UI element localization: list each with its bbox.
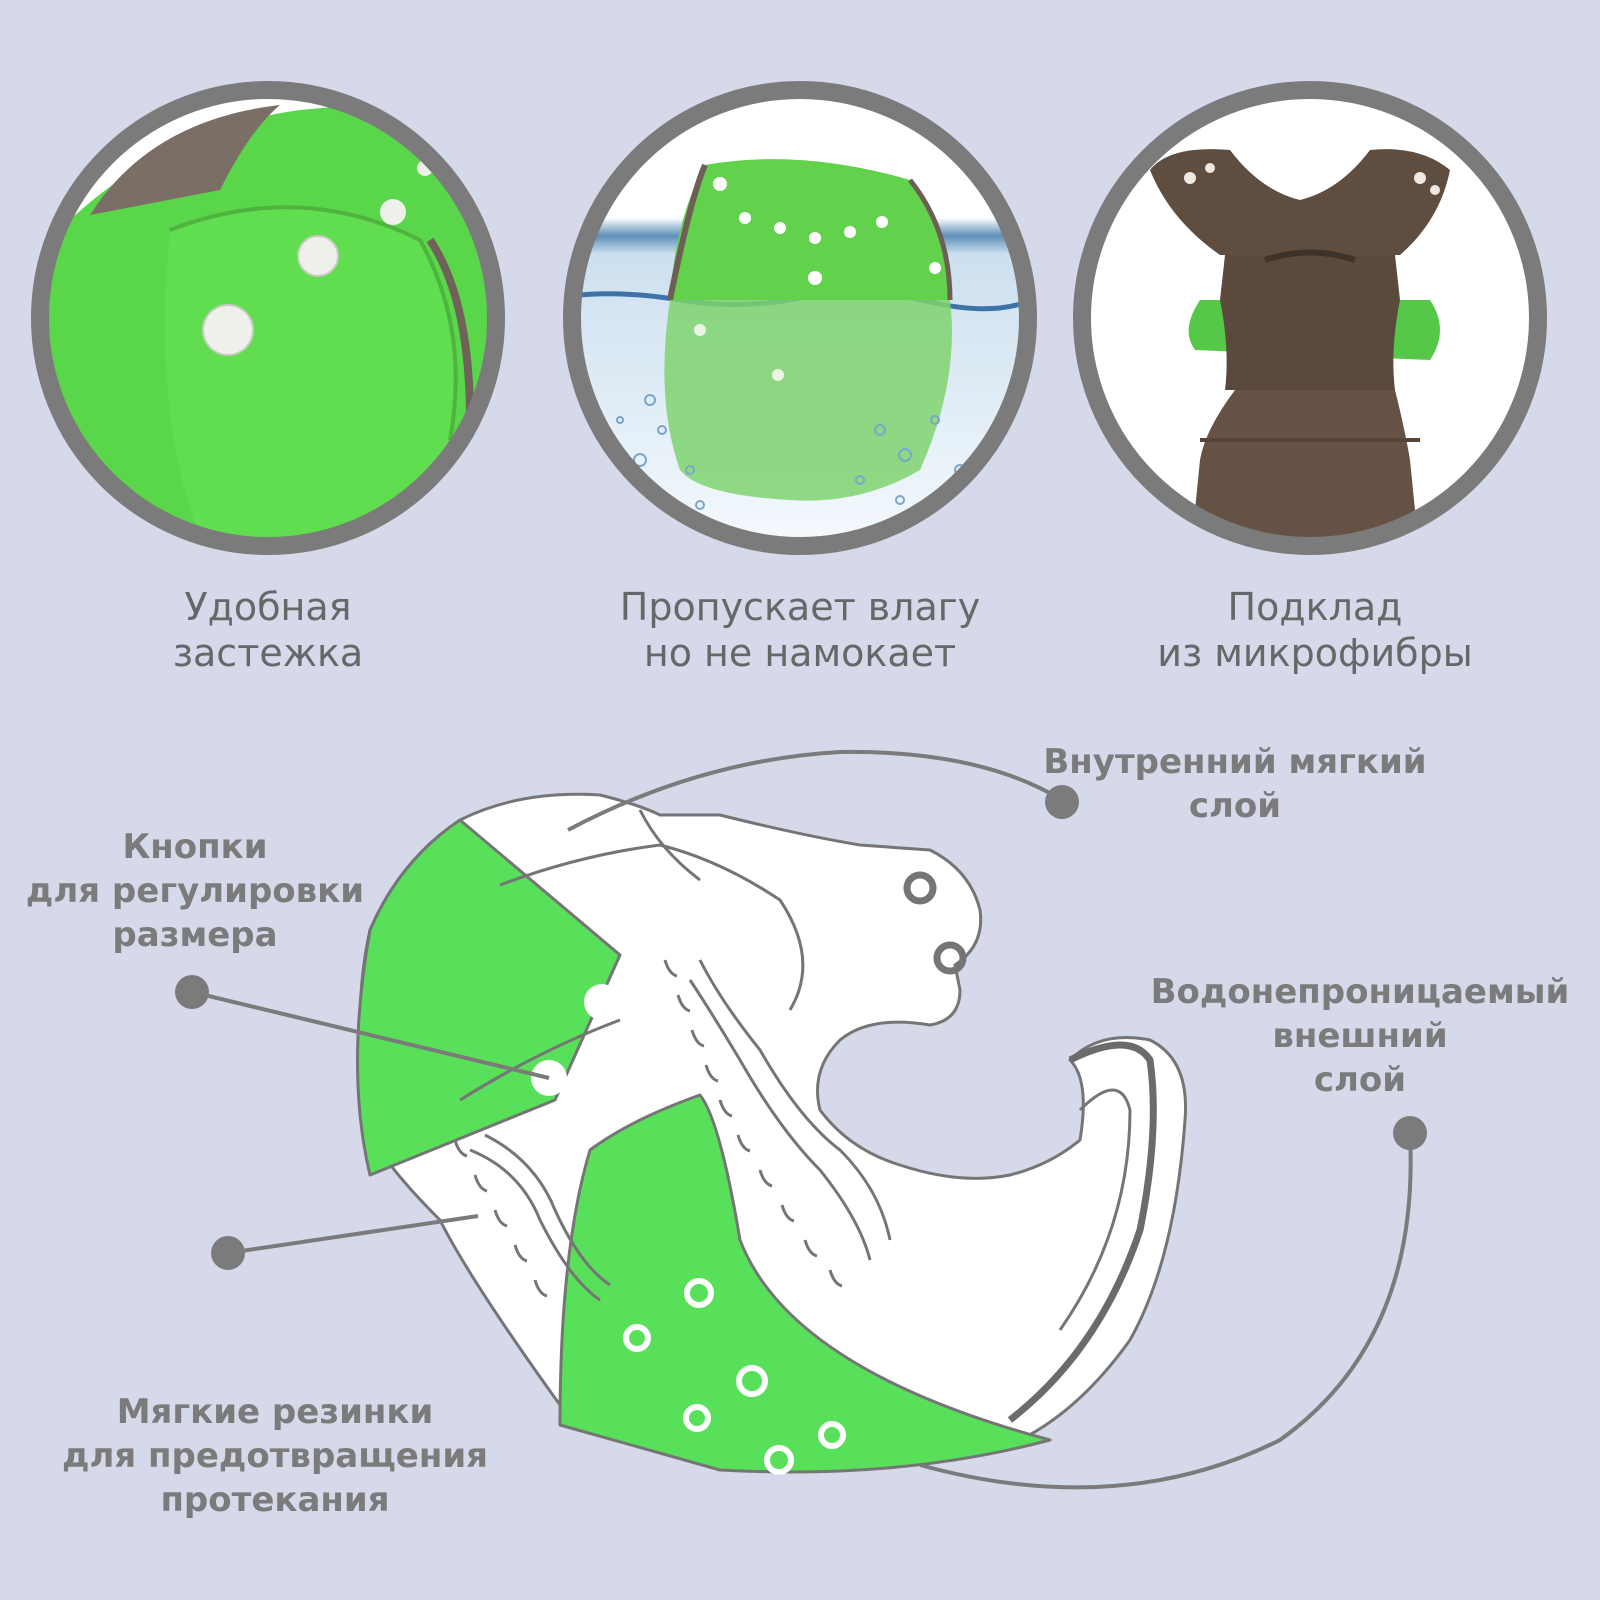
buttons-label-line: для регулировки — [25, 871, 365, 911]
buttons-label-line: размера — [112, 915, 278, 955]
outer-layer-label: Водонепроницаемый внешний слой — [1130, 970, 1590, 1102]
feature-caption-line: Пропускает влагу — [619, 585, 981, 629]
inner-layer-label: Внутренний мягкий слой — [1010, 740, 1460, 828]
elastics-leader — [227, 1214, 479, 1255]
elastics-label-line: протекания — [160, 1480, 390, 1520]
feature-caption-line: из микрофибры — [1157, 631, 1473, 675]
feature-caption-closure: Удобная застежка — [38, 584, 498, 676]
outer-layer-label-line: Водонепроницаемый — [1150, 972, 1570, 1012]
outer-layer-leader — [919, 1134, 1413, 1490]
microfiber-photo — [1073, 81, 1547, 555]
elastics-marker — [211, 1236, 245, 1270]
feature-caption-line: застежка — [172, 631, 364, 675]
feature-caption-line: но не намокает — [643, 631, 957, 675]
green-front-panel — [558, 1093, 1052, 1474]
inner-layer-marker — [1045, 785, 1079, 819]
diaper-diagram — [356, 792, 1188, 1475]
elastics-label-line: Мягкие резинки — [116, 1392, 434, 1432]
feature-caption-microfiber: Подклад из микрофибры — [1085, 584, 1545, 676]
feature-caption-line: Подклад — [1227, 585, 1403, 629]
water-photo — [563, 81, 1037, 555]
buttons-leader — [191, 990, 550, 1080]
buttons-marker — [175, 975, 209, 1009]
buttons-label-line: Кнопки — [122, 827, 268, 867]
inner-layer-label-line: слой — [1188, 786, 1282, 826]
callout-lines — [191, 749, 1413, 1490]
elastics-label: Мягкие резинки для предотвращения протек… — [40, 1390, 510, 1522]
outer-layer-label-line: внешний — [1272, 1016, 1448, 1056]
elastics-label-line: для предотвращения — [61, 1436, 489, 1476]
outer-layer-marker — [1393, 1116, 1427, 1150]
snap-closure-photo — [31, 81, 505, 555]
inner-layer-leader — [567, 749, 1064, 832]
feature-caption-line: Удобная — [184, 585, 352, 629]
feature-caption-moisture: Пропускает влагу но не намокает — [570, 584, 1030, 676]
buttons-label: Кнопки для регулировки размера — [10, 825, 380, 957]
outer-layer-label-line: слой — [1313, 1060, 1407, 1100]
inner-layer-label-line: Внутренний мягкий — [1043, 742, 1427, 782]
